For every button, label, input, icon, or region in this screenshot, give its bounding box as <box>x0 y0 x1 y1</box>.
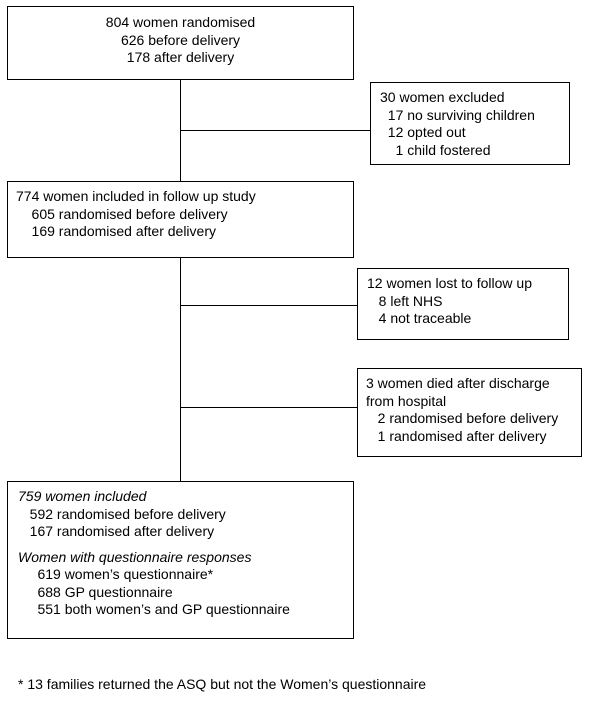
followup-line: 774 women included in follow up study <box>16 188 256 204</box>
included-line: 167 randomised after delivery <box>18 523 215 539</box>
randomised-line: 804 women randomised <box>105 14 256 30</box>
followup-box: 774 women included in follow up study 60… <box>7 181 354 258</box>
final-box: 759 women included 592 randomised before… <box>7 481 354 639</box>
followup-line: 605 randomised before delivery <box>16 205 228 222</box>
response-line: 619 women’s questionnaire* <box>18 566 214 582</box>
excluded-line: 12 opted out <box>380 124 466 140</box>
excluded-line: 1 child fostered <box>380 141 491 158</box>
randomised-box: 804 women randomised 626 before delivery… <box>7 6 354 80</box>
included-heading: 759 women included <box>18 488 147 504</box>
lost-followup-box: 12 women lost to follow up 8 left NHS 4 … <box>357 268 569 340</box>
died-line: 1 randomised after delivery <box>366 427 547 444</box>
lost-line: 8 left NHS <box>367 292 443 309</box>
branch-line-died <box>180 407 357 408</box>
died-line: from hospital <box>366 392 447 409</box>
died-box: 3 women died after discharge from hospit… <box>357 368 582 457</box>
lost-line: 12 women lost to follow up <box>367 275 532 291</box>
excluded-line: 17 no surviving children <box>380 106 535 123</box>
followup-line: 169 randomised after delivery <box>16 223 216 239</box>
randomised-line: 626 before delivery <box>120 31 241 48</box>
branch-line-excluded <box>180 130 370 131</box>
trunk-line-2 <box>180 258 181 481</box>
footnote: * 13 families returned the ASQ but not t… <box>18 676 427 692</box>
response-line: 551 both women’s and GP questionnaire <box>18 601 290 617</box>
branch-line-lost <box>180 305 357 306</box>
spacer <box>18 541 353 549</box>
responses-heading: Women with questionnaire responses <box>18 548 252 565</box>
died-line: 2 randomised before delivery <box>366 410 559 426</box>
died-line: 3 women died after discharge <box>366 375 550 391</box>
lost-line: 4 not traceable <box>367 310 472 326</box>
included-line: 592 randomised before delivery <box>18 505 226 522</box>
randomised-line: 178 after delivery <box>126 49 235 65</box>
response-line: 688 GP questionnaire <box>18 583 173 600</box>
excluded-box: 30 women excluded 17 no surviving childr… <box>370 82 570 165</box>
excluded-line: 30 women excluded <box>380 89 505 105</box>
